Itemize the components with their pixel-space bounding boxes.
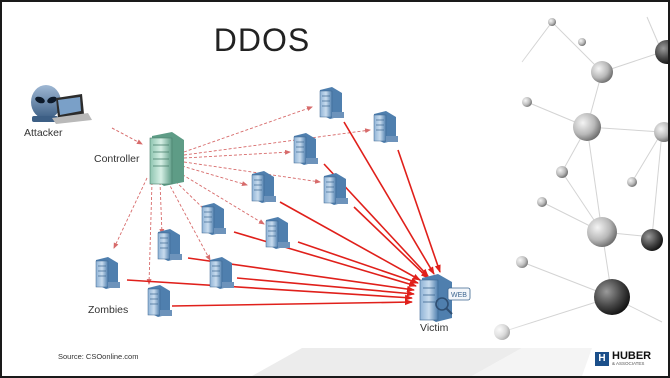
slide-title: DDOS [213,22,311,58]
zombie-server-icon [265,217,290,249]
controller-label: Controller [94,153,140,165]
source-citation: Source: CSOonline.com [58,352,139,361]
zombie-server-icon [209,257,234,289]
zombie-server-icon [293,133,318,165]
huber-logo-mark: H [595,351,609,366]
attacker-icon [31,85,92,124]
victim-label: Victim [420,322,449,334]
attacker-to-controller-arrow [111,127,143,145]
zombie-server-icon [319,87,344,119]
zombie-server-icon [373,111,398,143]
victim-server-icon: WEB [419,274,471,322]
zombies-label: Zombies [88,304,129,316]
attacker-label: Attacker [24,127,63,139]
zombie-server-icon [323,173,348,205]
zombie-servers [95,87,398,317]
huber-logo: H HUBER & ASSOCIATES [595,351,651,367]
zombie-server-icon [95,257,120,289]
zombie-server-icon [251,171,276,203]
zombie-server-icon [147,285,172,317]
zombie-server-icon [201,203,226,235]
huber-logo-sub: & ASSOCIATES [612,361,645,366]
huber-logo-name: HUBER [612,350,652,362]
zombie-server-icon [157,229,182,261]
controller-server-icon [149,132,184,186]
control-arrows [113,106,371,285]
victim-web-tag: WEB [451,292,467,299]
